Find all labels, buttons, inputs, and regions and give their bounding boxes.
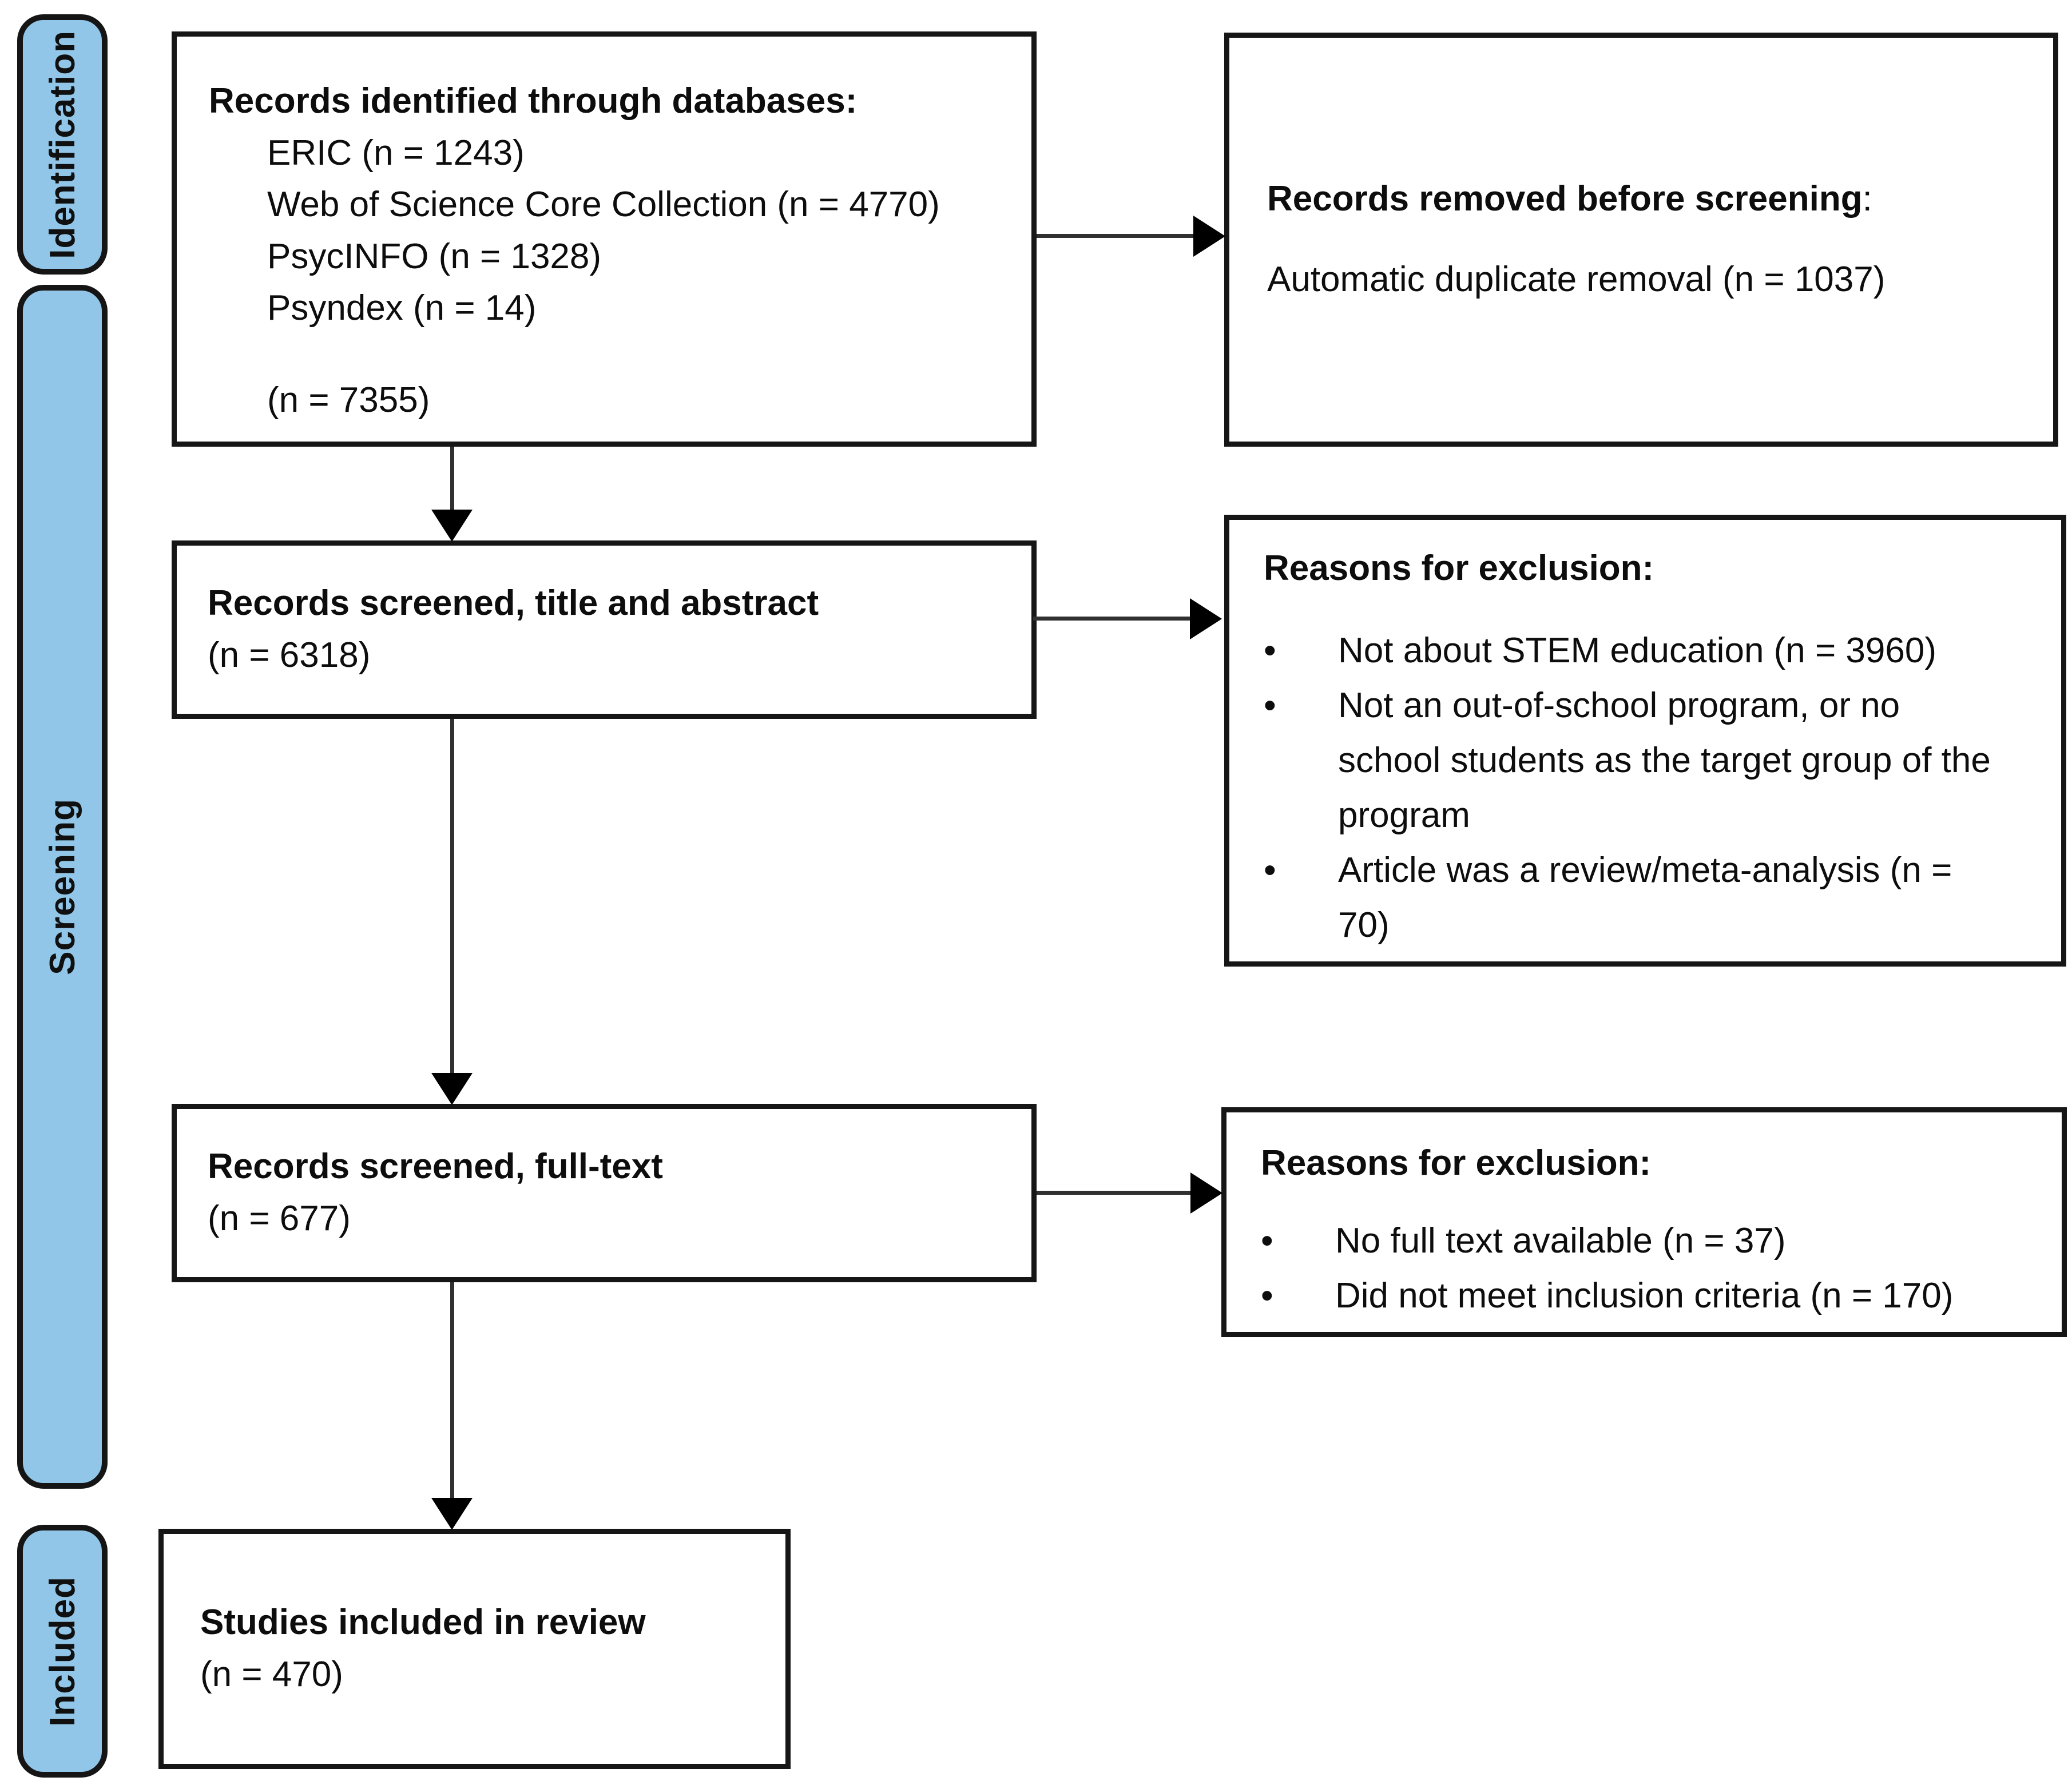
box-reasons-exclusion-fulltext: Reasons for exclusion: • No full text av… xyxy=(1221,1107,2067,1337)
box-studies-included: Studies included in review (n = 470) xyxy=(158,1529,791,1769)
box-screened-fulltext: Records screened, full-text (n = 677) xyxy=(172,1104,1037,1282)
box-screened-fulltext-count: (n = 677) xyxy=(208,1199,351,1238)
box-records-removed-body: Automatic duplicate removal (n = 1037) xyxy=(1267,260,1886,299)
stage-screening-label: Screening xyxy=(42,798,82,975)
exclusion-reason-text: Did not meet inclusion criteria (n = 170… xyxy=(1335,1275,1954,1315)
database-item: Psyndex (n = 14) xyxy=(267,288,537,328)
arrowhead-right-icon xyxy=(1190,598,1222,639)
box-studies-included-title: Studies included in review xyxy=(200,1603,646,1643)
arrowhead-down-icon xyxy=(431,510,473,542)
arrow-identified-to-removed xyxy=(1037,234,1193,238)
database-list: ERIC (n = 1243) Web of Science Core Coll… xyxy=(267,128,1014,335)
bullet-icon: • xyxy=(1264,630,1276,670)
box-screened-abstract: Records screened, title and abstract (n … xyxy=(172,540,1037,719)
stage-screening: Screening xyxy=(17,285,108,1489)
identified-total: (n = 7355) xyxy=(267,380,430,420)
exclusion-reason-item: • Did not meet inclusion criteria (n = 1… xyxy=(1261,1269,2045,1323)
box-reasons-exclusion-abstract-title: Reasons for exclusion: xyxy=(1264,548,1654,588)
bullet-icon: • xyxy=(1261,1221,1273,1261)
box-records-removed: Records removed before screening: Automa… xyxy=(1224,33,2058,447)
database-item: Web of Science Core Collection (n = 4770… xyxy=(267,185,940,225)
database-item: ERIC (n = 1243) xyxy=(267,133,525,173)
bullet-icon: • xyxy=(1264,685,1276,725)
bullet-icon: • xyxy=(1261,1275,1273,1315)
exclusion-reason-list: • No full text available (n = 37) • Did … xyxy=(1261,1214,2045,1323)
stage-identification-label: Identification xyxy=(42,30,82,259)
box-screened-abstract-title: Records screened, title and abstract xyxy=(208,583,819,623)
box-records-identified: Records identified through databases: ER… xyxy=(172,31,1037,447)
arrowhead-right-icon xyxy=(1193,216,1225,257)
box-screened-fulltext-title: Records screened, full-text xyxy=(208,1147,663,1187)
exclusion-reason-item: • No full text available (n = 37) xyxy=(1261,1214,2045,1269)
box-studies-included-count: (n = 470) xyxy=(200,1655,343,1694)
arrowhead-down-icon xyxy=(431,1073,473,1105)
exclusion-reason-item: • Not an out-of-school program, or no sc… xyxy=(1264,678,2044,843)
arrow-abstract-to-fulltext xyxy=(450,719,454,1076)
bullet-icon: • xyxy=(1264,850,1276,890)
stage-included-label: Included xyxy=(42,1576,82,1727)
box-reasons-exclusion-fulltext-title: Reasons for exclusion: xyxy=(1261,1143,1652,1183)
box-records-removed-title: Records removed before screening: xyxy=(1267,179,1872,219)
exclusion-reason-text: Not an out-of-school program, or no scho… xyxy=(1338,685,1991,835)
arrow-fulltext-to-included xyxy=(450,1282,454,1500)
box-screened-abstract-count: (n = 6318) xyxy=(208,635,371,675)
exclusion-reason-item: • Article was a review/meta-analysis (n … xyxy=(1264,843,2044,953)
arrow-fulltext-to-reasons xyxy=(1037,1191,1191,1195)
exclusion-reason-item: • Not about STEM education (n = 3960) xyxy=(1264,623,2044,678)
stage-identification: Identification xyxy=(17,14,108,275)
arrow-identified-to-abstract xyxy=(450,447,454,514)
arrowhead-right-icon xyxy=(1190,1172,1222,1214)
exclusion-reason-text: Not about STEM education (n = 3960) xyxy=(1338,630,1937,670)
stage-included: Included xyxy=(17,1525,108,1778)
arrowhead-down-icon xyxy=(431,1498,473,1530)
box-reasons-exclusion-abstract: Reasons for exclusion: • Not about STEM … xyxy=(1224,515,2066,967)
exclusion-reason-text: No full text available (n = 37) xyxy=(1335,1221,1786,1261)
exclusion-reason-text: Article was a review/meta-analysis (n = … xyxy=(1338,850,1952,945)
database-item: PsycINFO (n = 1328) xyxy=(267,236,602,276)
exclusion-reason-list: • Not about STEM education (n = 3960) • … xyxy=(1264,623,2044,953)
arrow-abstract-to-reasons xyxy=(1033,617,1190,621)
box-records-identified-title: Records identified through databases: xyxy=(209,81,858,121)
